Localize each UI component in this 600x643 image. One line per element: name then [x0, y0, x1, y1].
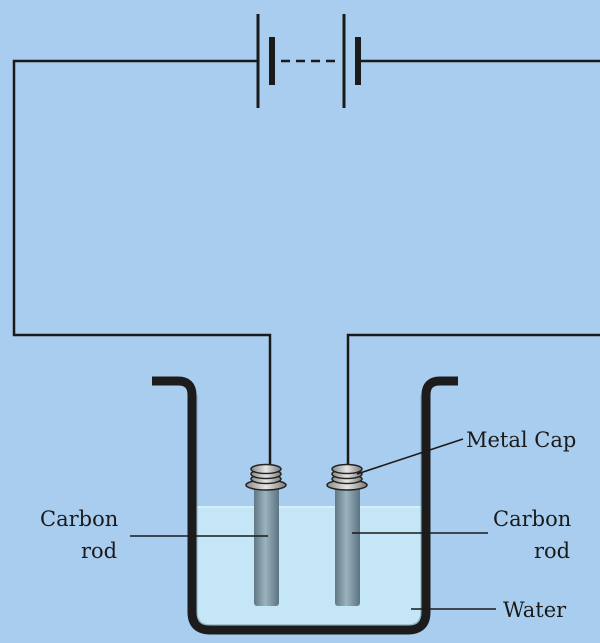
carbon-rod-right — [335, 484, 360, 606]
water-label: Water — [503, 598, 567, 622]
carbon-rod-right-label-line1: Carbon — [493, 507, 571, 531]
carbon-rod-left — [254, 484, 279, 606]
beaker-inner-highlight — [196, 395, 422, 626]
circuit-wires — [12, 59, 600, 470]
leader-lines — [130, 438, 496, 610]
right-wire-lower — [346, 333, 600, 470]
water — [190, 507, 428, 632]
carbon-rod-left-label-line2: rod — [81, 539, 117, 563]
metal-cap-right — [326, 463, 368, 491]
carbon-rod-right-label-line2: rod — [534, 539, 570, 563]
left-wire — [12, 59, 272, 470]
battery-symbol — [256, 14, 361, 108]
metal-cap-leader — [356, 438, 464, 475]
metal-cap-label: Metal Cap — [466, 428, 576, 452]
carbon-rod-left-label-line1: Carbon — [40, 507, 118, 531]
beaker — [152, 376, 458, 635]
metal-cap-left — [245, 463, 287, 491]
